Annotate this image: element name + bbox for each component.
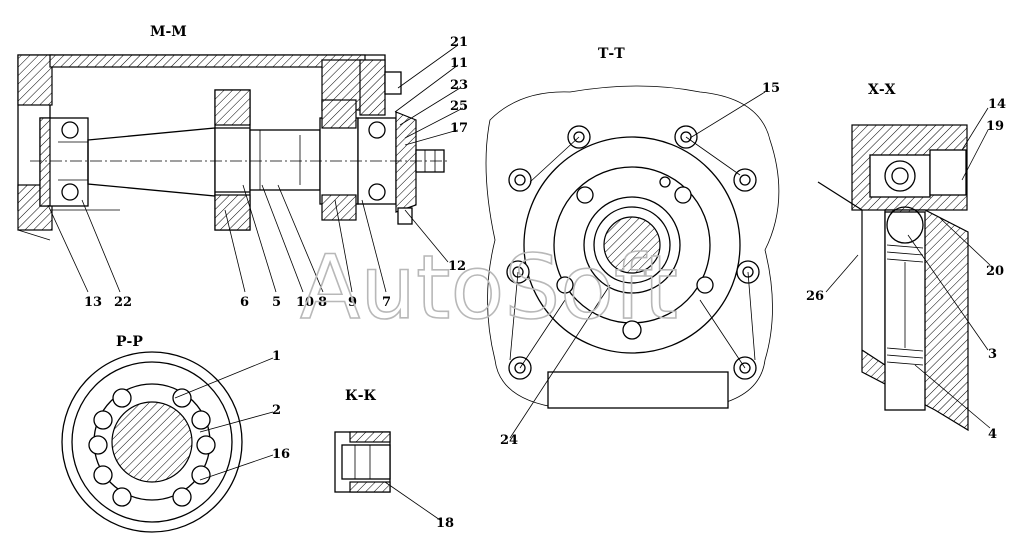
callout-9: 9 bbox=[348, 295, 357, 310]
pp-outer-circle bbox=[61, 351, 243, 533]
callout-7: 7 bbox=[382, 295, 391, 310]
callout-16: 16 bbox=[272, 447, 290, 462]
callout-10: 10 bbox=[296, 295, 314, 310]
callout-11: 11 bbox=[450, 56, 468, 71]
callout-6: 6 bbox=[240, 295, 249, 310]
leader-lines bbox=[47, 44, 991, 521]
callout-23: 23 bbox=[450, 78, 468, 93]
callout-26: 26 bbox=[806, 289, 824, 304]
view-t-t bbox=[485, 85, 780, 409]
callout-18: 18 bbox=[436, 516, 454, 531]
title-t-t: Т-Т bbox=[598, 46, 625, 62]
view-k-k bbox=[334, 431, 391, 493]
callout-2: 2 bbox=[272, 403, 281, 418]
title-m-m: М-М bbox=[150, 24, 187, 40]
housing-flange-right bbox=[359, 59, 386, 116]
watermark: AutoSoft bbox=[300, 236, 678, 339]
callout-14: 14 bbox=[988, 97, 1006, 112]
view-x-x bbox=[817, 124, 969, 432]
callout-13: 13 bbox=[84, 295, 102, 310]
callout-21: 21 bbox=[450, 35, 468, 50]
view-p-p bbox=[61, 351, 243, 533]
callouts: 21 11 23 25 17 12 13 22 6 5 10 8 9 7 15 … bbox=[84, 35, 1006, 531]
callout-17: 17 bbox=[450, 121, 468, 136]
base-slot bbox=[547, 371, 729, 409]
callout-25: 25 bbox=[450, 99, 468, 114]
view-m-m bbox=[17, 54, 450, 241]
callout-24: 24 bbox=[500, 433, 518, 448]
callout-20: 20 bbox=[986, 264, 1004, 279]
title-k-k: К-К bbox=[345, 388, 377, 404]
title-p-p: Р-Р bbox=[116, 334, 143, 350]
housing-left-top bbox=[17, 54, 53, 106]
callout-4: 4 bbox=[988, 427, 997, 442]
callout-1: 1 bbox=[272, 349, 281, 364]
callout-3: 3 bbox=[988, 347, 997, 362]
housing-outline-tt bbox=[485, 85, 780, 409]
housing-top-wall bbox=[49, 54, 366, 68]
callout-8: 8 bbox=[318, 295, 327, 310]
callout-19: 19 bbox=[986, 119, 1004, 134]
callout-12: 12 bbox=[448, 259, 466, 274]
shaft-taper bbox=[87, 127, 216, 197]
callout-22: 22 bbox=[114, 295, 132, 310]
shaft-middle bbox=[249, 129, 321, 191]
callout-15: 15 bbox=[762, 81, 780, 96]
callout-5: 5 bbox=[272, 295, 281, 310]
end-cap bbox=[395, 111, 417, 213]
title-x-x: Х-Х bbox=[868, 82, 896, 98]
flange-outer-circle bbox=[523, 136, 741, 354]
